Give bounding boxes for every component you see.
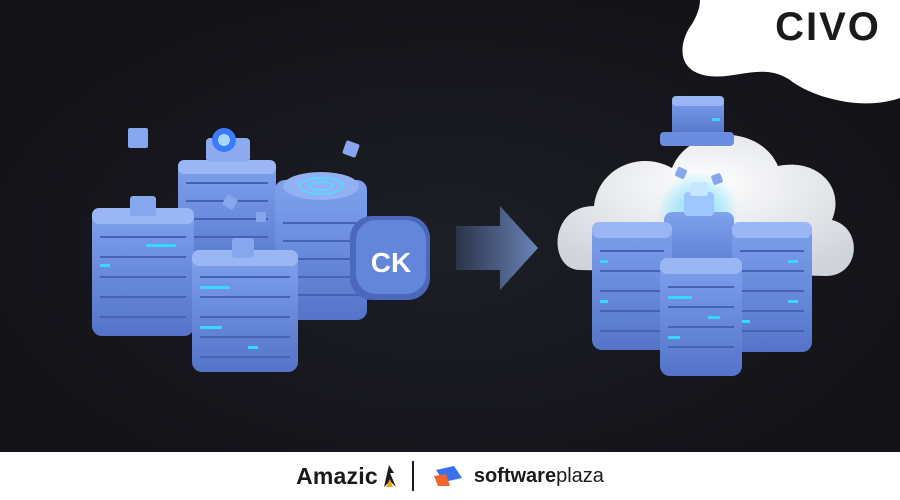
cloud-top-server: [660, 96, 734, 146]
amazic-flame-icon: [383, 465, 396, 487]
civo-logo: CIVO: [775, 5, 881, 49]
left-server-cluster: CK: [92, 128, 430, 372]
amazic-wordmark: Amazic: [296, 462, 378, 489]
migration-arrow: [456, 206, 538, 290]
softwareplaza-logo: software plaza: [432, 464, 604, 488]
logo-separator: [411, 461, 414, 491]
cloud-server-front: [660, 258, 742, 376]
amazic-logo: Amazic: [296, 463, 398, 490]
softwareplaza-wordmark-bold: software: [473, 464, 557, 487]
hero-illustration: CIVO: [0, 0, 900, 452]
ck-badge-label: CK: [371, 247, 411, 278]
softwareplaza-mark-icon: [433, 466, 462, 486]
cloud-server-left: [592, 222, 672, 350]
server-stack-left: [92, 196, 194, 336]
footer-logos: Amazic software plaza: [0, 452, 900, 500]
floating-cubes-left: [128, 128, 360, 222]
footer-bar: Amazic software plaza: [0, 452, 900, 500]
hero-svg: CIVO: [92, 0, 900, 376]
logo-backdrop-shape: [682, 0, 900, 104]
ck-badge: CK: [350, 216, 430, 300]
softwareplaza-wordmark-light: plaza: [556, 464, 604, 487]
right-cloud-cluster: [557, 96, 854, 376]
server-stack-front: [192, 238, 298, 372]
cloud-server-right: [732, 222, 812, 352]
